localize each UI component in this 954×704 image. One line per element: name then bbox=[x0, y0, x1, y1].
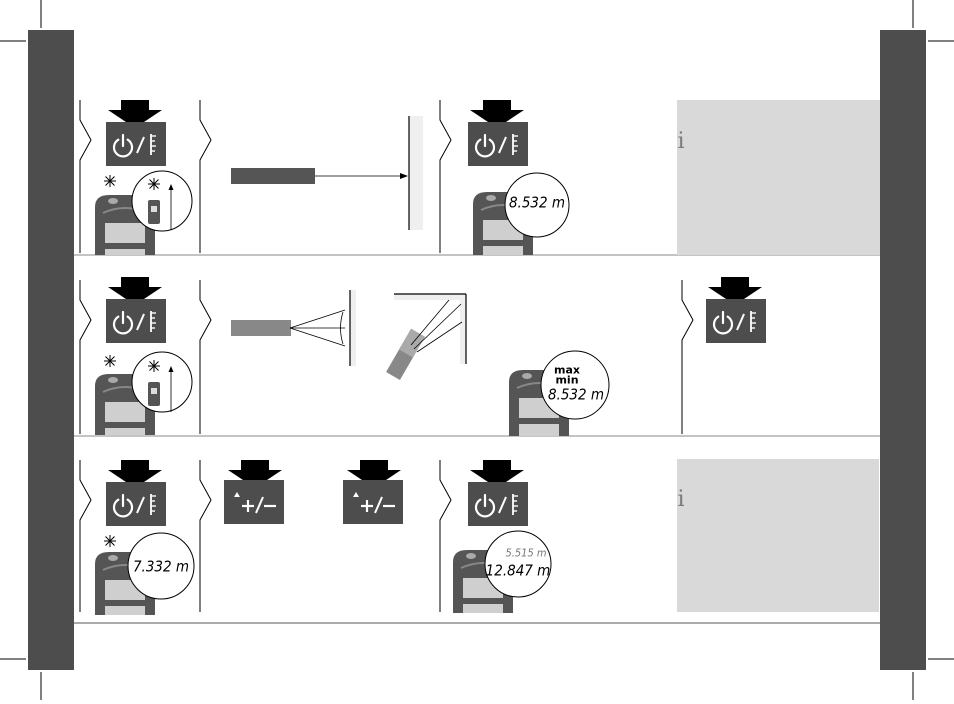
power-measure-button[interactable] bbox=[468, 482, 528, 526]
step-divider bbox=[80, 460, 91, 612]
right-edge-band bbox=[880, 30, 926, 670]
step-divider bbox=[200, 460, 211, 612]
device-laser-on bbox=[95, 171, 192, 273]
row1-distance-readout: 8.532 m bbox=[509, 196, 565, 211]
step-divider bbox=[80, 100, 91, 253]
plus-minus-button[interactable] bbox=[343, 480, 403, 524]
step-divider bbox=[80, 280, 91, 434]
row1-info-icon: i bbox=[677, 131, 684, 153]
row3-first-readout: 7.332 m bbox=[133, 560, 189, 575]
step-divider bbox=[682, 280, 693, 434]
row2-min-label: min bbox=[555, 375, 578, 386]
row-1-single-measurement bbox=[80, 100, 880, 273]
laser-star-icon bbox=[148, 178, 160, 190]
laser-star-icon bbox=[104, 355, 116, 367]
row-2-min-max-measurement bbox=[80, 277, 766, 452]
device-laser-on bbox=[95, 352, 192, 452]
step-divider bbox=[200, 280, 211, 434]
device-with-readout bbox=[95, 533, 194, 630]
laser-star-icon bbox=[104, 535, 116, 547]
device-icon bbox=[148, 200, 160, 224]
laser-star-icon bbox=[148, 360, 160, 372]
row2-distance-readout: 8.532 m bbox=[548, 388, 604, 403]
power-measure-button[interactable] bbox=[106, 482, 166, 526]
info-panel bbox=[677, 459, 879, 612]
left-edge-band bbox=[28, 30, 74, 670]
sweep-to-corner-diagram bbox=[386, 294, 466, 380]
row3-sum-readout: 12.847 m bbox=[486, 564, 551, 579]
power-measure-button[interactable] bbox=[468, 122, 528, 166]
step-divider bbox=[440, 100, 451, 253]
laser-to-wall-diagram bbox=[231, 116, 423, 230]
info-panel bbox=[677, 100, 880, 255]
power-measure-button[interactable] bbox=[106, 299, 166, 343]
step-divider bbox=[440, 460, 451, 612]
power-measure-button[interactable] bbox=[106, 122, 166, 166]
power-measure-button[interactable] bbox=[706, 299, 766, 343]
sweep-to-wall-diagram bbox=[231, 290, 356, 366]
device-icon bbox=[148, 382, 160, 406]
step-divider bbox=[200, 100, 211, 253]
plus-minus-button[interactable] bbox=[224, 480, 284, 524]
row-3-addition-subtraction bbox=[80, 459, 879, 630]
row3-small-readout: 5.515 m bbox=[505, 548, 546, 559]
row3-info-icon: i bbox=[677, 489, 684, 511]
laser-star-icon bbox=[104, 175, 116, 187]
